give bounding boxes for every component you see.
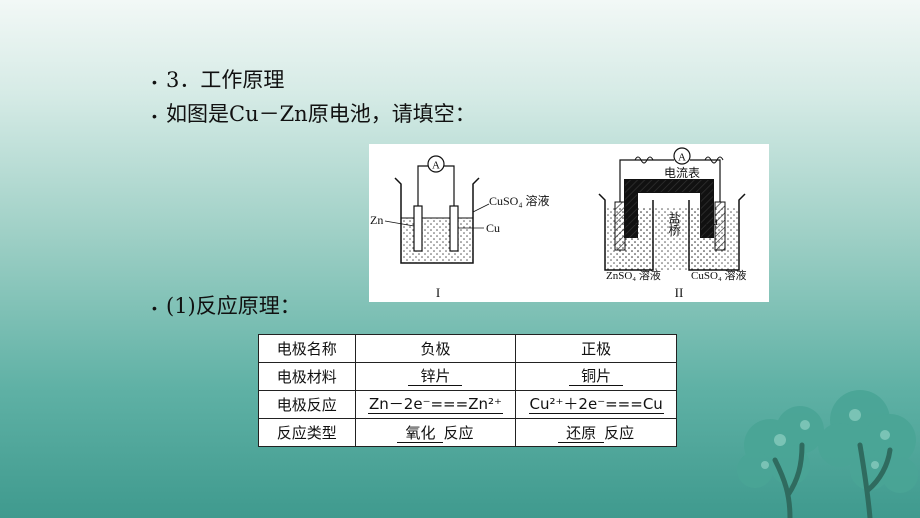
figure-caption-one: I bbox=[436, 285, 440, 300]
answer-blank: 锌片 bbox=[408, 367, 463, 386]
bullet-text: 3．工作原理 bbox=[166, 68, 285, 92]
table-row: 反应类型 氧化反应 还原反应 bbox=[258, 418, 677, 447]
zn-leader-line bbox=[384, 220, 415, 227]
zinc-electrode-two bbox=[614, 201, 626, 251]
figure-caption-two: II bbox=[675, 285, 684, 300]
cu-label: Cu bbox=[486, 221, 500, 235]
salt-bridge-label: 盐桥 bbox=[667, 212, 681, 237]
answer-blank: 还原 bbox=[558, 424, 605, 443]
answer-cell: 锌片 bbox=[354, 362, 517, 391]
answer-cell: 还原反应 bbox=[515, 418, 677, 447]
answer-cell: 铜片 bbox=[515, 362, 677, 391]
bullet-dot: • bbox=[152, 299, 157, 316]
zn-label: Zn bbox=[370, 213, 383, 227]
table-header-row: 电极名称 负极 正极 bbox=[258, 334, 677, 363]
wire-left-two bbox=[619, 159, 674, 202]
ammeter-icon bbox=[427, 155, 445, 173]
spring-left bbox=[634, 156, 654, 164]
answer-blank: Zn－2e⁻===Zn²⁺ bbox=[368, 395, 503, 414]
bullet-dot: • bbox=[152, 107, 157, 124]
table-row: 电极反应 Zn－2e⁻===Zn²⁺ Cu²⁺＋2e⁻===Cu bbox=[258, 390, 677, 419]
galvanic-cell-figure: A Zn Cu CuSO₄ 溶液 I A 电流表 盐桥 Zn Cu ZnSO₄ bbox=[369, 144, 769, 302]
header-cell: 电极名称 bbox=[258, 334, 356, 363]
zn-label-two: Zn bbox=[626, 214, 639, 228]
cuso4-solution-label: CuSO₄ 溶液 bbox=[489, 193, 550, 208]
decorative-tree-icon bbox=[737, 390, 918, 518]
spring-right bbox=[704, 156, 724, 164]
cell-one-diagram: A Zn Cu CuSO₄ 溶液 I bbox=[370, 155, 550, 300]
bullet-text: (1)反应原理： bbox=[166, 294, 301, 318]
ammeter-icon-two bbox=[673, 147, 691, 165]
cuso4-solution-area bbox=[401, 218, 473, 263]
answer-blank: 氧化 bbox=[397, 424, 444, 443]
zinc-electrode bbox=[413, 205, 423, 252]
cuso4-solution-label-two: CuSO₄ 溶液 bbox=[691, 268, 746, 282]
bullet-reaction-principle: • (1)反应原理： bbox=[152, 290, 301, 320]
copper-electrode bbox=[449, 205, 459, 252]
answer-cell: 氧化反应 bbox=[354, 418, 517, 447]
bullet-fill-prompt: • 如图是Cu－Zn原电池，请填空： bbox=[152, 98, 476, 128]
reaction-principle-table: 电极名称 负极 正极 电极材料 锌片 铜片 电极反应 Zn－2e⁻===Zn²⁺… bbox=[258, 334, 677, 447]
header-cell: 负极 bbox=[354, 334, 517, 363]
row-label: 反应类型 bbox=[258, 418, 356, 447]
beaker-right bbox=[688, 193, 746, 271]
answer-suffix: 反应 bbox=[604, 424, 635, 442]
ammeter-label: A bbox=[432, 160, 440, 172]
bullet-working-principle: • 3．工作原理 bbox=[152, 64, 284, 94]
beaker-one bbox=[394, 177, 480, 264]
answer-cell: Cu²⁺＋2e⁻===Cu bbox=[515, 390, 677, 419]
bullet-dot: • bbox=[152, 73, 157, 90]
answer-blank: Cu²⁺＋2e⁻===Cu bbox=[528, 395, 664, 414]
wire-right-two bbox=[690, 159, 721, 202]
header-cell: 正极 bbox=[515, 334, 677, 363]
wire-right bbox=[444, 165, 455, 206]
ammeter-label-two: A bbox=[678, 152, 686, 164]
answer-cell: Zn－2e⁻===Zn²⁺ bbox=[354, 390, 517, 419]
answer-suffix: 反应 bbox=[443, 424, 474, 442]
ammeter-caption: 电流表 bbox=[664, 166, 700, 180]
beaker-left bbox=[598, 193, 654, 271]
table-row: 电极材料 锌片 铜片 bbox=[258, 362, 677, 391]
cell-two-diagram: A 电流表 盐桥 Zn Cu ZnSO₄ 溶液 CuSO₄ 溶液 II bbox=[598, 147, 746, 300]
row-label: 电极反应 bbox=[258, 390, 356, 419]
wire-left bbox=[417, 165, 428, 206]
bullet-text: 如图是Cu－Zn原电池，请填空： bbox=[166, 102, 476, 126]
znso4-solution-label: ZnSO₄ 溶液 bbox=[606, 268, 661, 282]
salt-bridge-fill bbox=[625, 180, 713, 238]
cu-label-two: Cu bbox=[704, 214, 718, 228]
answer-blank: 铜片 bbox=[569, 367, 624, 386]
solution-leader-line bbox=[472, 203, 490, 213]
row-label: 电极材料 bbox=[258, 362, 356, 391]
